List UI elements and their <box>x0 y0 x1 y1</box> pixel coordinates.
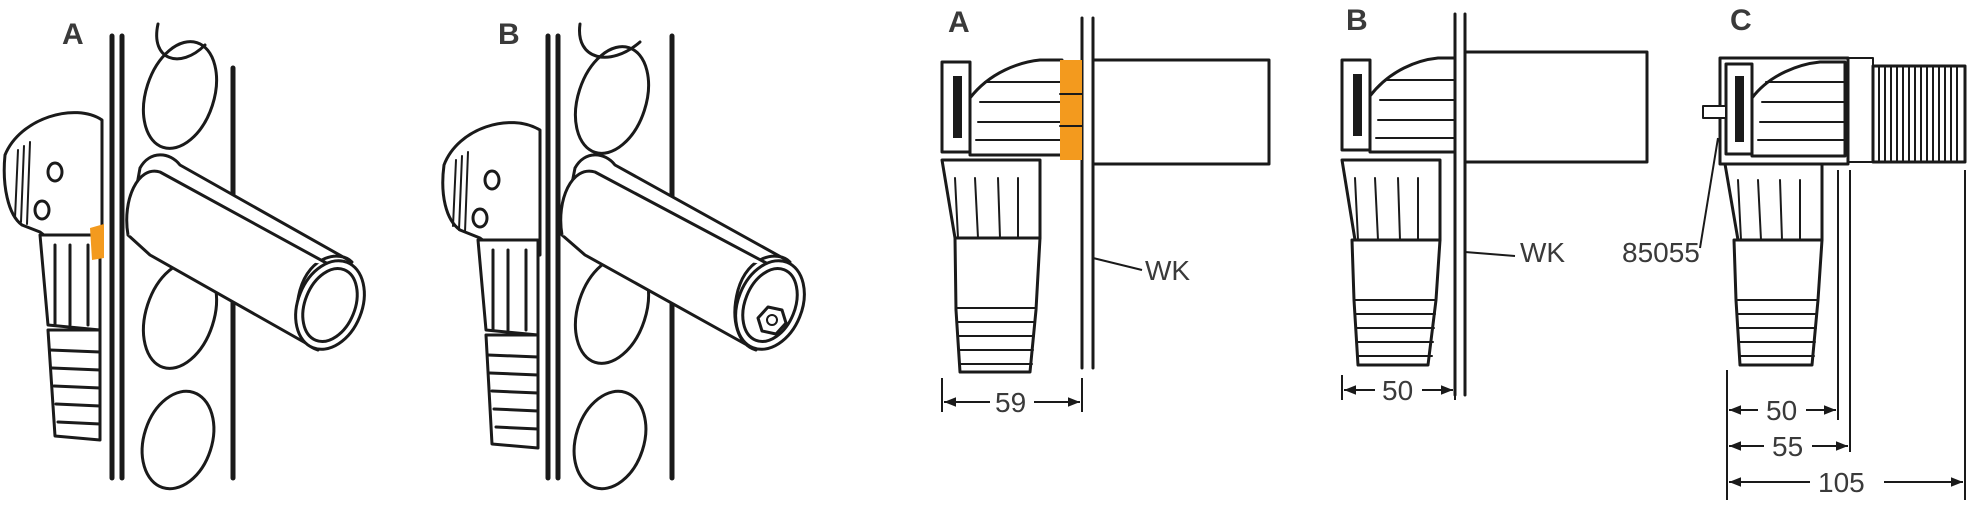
fitting-b <box>1340 56 1457 367</box>
tube-b <box>1463 50 1649 164</box>
cap-a <box>125 153 366 352</box>
cap-b <box>559 153 806 352</box>
dimension-b-50: 50 <box>1382 375 1413 406</box>
part-number-callout: 85055 <box>1622 237 1700 268</box>
orange-spacer-a <box>1060 60 1082 160</box>
side-label-b: B <box>1346 4 1368 37</box>
fitting-c <box>1702 56 1850 367</box>
angle-fitting-a <box>2 111 104 442</box>
dimension-a-59: 59 <box>995 387 1026 418</box>
wk-callout-a: WK <box>1145 255 1190 286</box>
perspective-view-b: B <box>441 18 806 491</box>
perspective-label-b: B <box>498 18 520 51</box>
dimension-c-50: 50 <box>1766 395 1797 426</box>
wk-callout-b: WK <box>1520 237 1565 268</box>
dimension-c-55: 55 <box>1772 431 1803 462</box>
angle-fitting-b <box>441 121 542 450</box>
dimension-c-105: 105 <box>1818 467 1865 498</box>
side-view-a: WK 59 A <box>940 6 1271 418</box>
fitting-a <box>940 58 1083 374</box>
orange-marker-a <box>90 224 104 260</box>
side-label-a: A <box>948 6 970 39</box>
perspective-label-a: A <box>62 18 84 51</box>
side-view-b: WK 50 B <box>1340 4 1649 406</box>
tube-a <box>1091 58 1271 166</box>
threaded-sleeve-c <box>1871 64 1967 164</box>
perspective-view-a: A <box>2 18 366 491</box>
side-label-c: C <box>1730 4 1752 37</box>
side-view-c: 85055 50 55 105 C <box>1622 4 1967 500</box>
